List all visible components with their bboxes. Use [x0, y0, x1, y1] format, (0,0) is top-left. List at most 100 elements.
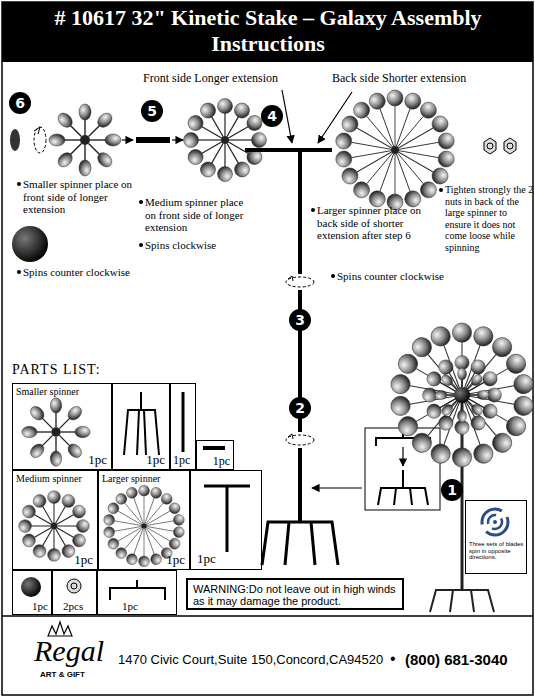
step-note: Smaller spinner place on front side of l…	[23, 178, 145, 216]
product-large-spinner	[389, 323, 534, 467]
part-t-extension	[204, 486, 250, 552]
parts-cell: Larger spinner 1pc	[98, 470, 190, 570]
callout-number: 4	[261, 105, 283, 127]
note-box: Three sets of blades spin in opposite di…	[465, 500, 527, 574]
address: 1470 Civic Court,Suite 150,Concord,CA945…	[118, 653, 383, 668]
separator: •	[390, 650, 396, 668]
stake-part	[378, 470, 428, 505]
title-text: # 10617 32" Kinetic Stake – Galaxy Assem…	[48, 5, 488, 57]
rotation-head	[34, 127, 40, 134]
logo-mark	[48, 622, 72, 636]
callout-number: 6	[9, 92, 31, 114]
step-note: Tighten strongly the 2 nuts in back of t…	[445, 184, 535, 253]
product-stake	[430, 590, 494, 612]
parts-cell: 2pcs	[52, 570, 97, 615]
assembled-product	[389, 323, 534, 612]
part-ball	[21, 577, 41, 597]
product-small-spinner	[435, 368, 489, 422]
rotation-arrow	[286, 435, 314, 445]
bullet	[311, 208, 315, 212]
swirl-ring	[488, 515, 502, 529]
box-text: Three sets of blades spin in opposite di…	[469, 541, 524, 561]
callout-number: 3	[289, 309, 311, 331]
part-nut-hole	[71, 583, 77, 589]
side-label: Front side Longer extension	[143, 72, 343, 86]
part-smaller-spinner	[22, 398, 90, 466]
parts-cell: 1pc	[112, 383, 170, 470]
logo-tagline: ART & GIFT	[40, 670, 110, 679]
parts-thumbnails	[19, 392, 250, 600]
bullet	[139, 243, 143, 247]
pole-segment	[298, 448, 302, 522]
ball-finial	[12, 226, 48, 262]
bullet	[139, 200, 143, 204]
parts-cell: Smaller spinner 1pc	[12, 383, 112, 470]
part-bar	[203, 446, 225, 450]
extension-bar	[136, 137, 170, 143]
inset-arrow	[312, 487, 362, 488]
rotation-head	[288, 276, 293, 281]
leader-arrow	[282, 90, 292, 143]
swirl-ring	[482, 509, 508, 535]
quantity: 2pcs	[63, 600, 83, 612]
part-medium-spinner	[19, 491, 90, 562]
bullet	[439, 188, 443, 192]
callout-number: 1	[441, 479, 463, 501]
t-extension	[245, 148, 332, 152]
end-cap	[10, 129, 20, 151]
pole-segment	[298, 150, 302, 274]
quantity: 1pc	[213, 455, 230, 468]
spin-note: Spins counter clockwise	[337, 270, 487, 283]
footer-rule	[2, 615, 533, 617]
nut-hole	[487, 143, 493, 149]
parts-cell: 1pc	[97, 570, 177, 615]
side-label: Back side Shorter extension	[332, 72, 532, 86]
quantity: 1pc	[88, 453, 107, 467]
step-note: Medium spinner place on front side of lo…	[145, 196, 257, 234]
spin-note: Spins counter clockwise	[23, 266, 163, 279]
step-arrow	[122, 139, 133, 140]
part-name: Smaller spinner	[16, 386, 79, 397]
parts-cell: 1pc	[196, 440, 234, 470]
quantity: 1pc	[122, 600, 138, 612]
part-larger-spinner	[103, 485, 185, 567]
section-heading: PARTS LIST:	[12, 362, 132, 378]
stake-legs	[262, 522, 338, 565]
rotation-arrow	[286, 277, 314, 287]
part-rod	[182, 392, 185, 452]
rotation-head	[288, 434, 293, 439]
phone-number: (800) 681-3040	[405, 651, 508, 668]
quantity: 1pc	[146, 453, 165, 467]
quantity: 1pc	[197, 552, 216, 566]
warning-box: WARNING:Do not leave out in high winds a…	[186, 578, 404, 610]
logo-crown	[48, 622, 72, 636]
spin-note: Spins clockwise	[145, 239, 255, 252]
bullet	[17, 270, 21, 274]
parts-cell: 1pc	[12, 570, 52, 615]
product-ball	[454, 387, 470, 403]
part-name: Medium spinner	[16, 473, 82, 484]
rotation-arrow	[34, 127, 46, 153]
part-name: Larger spinner	[102, 473, 160, 484]
box-text: WARNING:Do not leave out in high winds a…	[193, 583, 399, 607]
step-arrow	[172, 139, 183, 140]
parts-cell: 1pc	[170, 383, 196, 470]
parts-cell: 1pc	[190, 470, 262, 570]
medium-spinner	[184, 99, 267, 182]
nut-hole	[507, 143, 513, 149]
callout-number: 2	[289, 397, 311, 419]
quantity: 1pc	[166, 553, 185, 567]
logo-name: Regal	[34, 634, 114, 669]
smaller-spinner	[49, 104, 121, 176]
nut	[504, 138, 516, 154]
bullet	[17, 182, 21, 186]
callout-number: 5	[141, 100, 163, 122]
step-note: Larger spinner place on back side of sho…	[317, 204, 435, 242]
title-band	[2, 2, 533, 62]
part-stake	[124, 392, 159, 455]
quantity: 1pc	[173, 454, 190, 467]
part-nut	[67, 579, 81, 593]
quantity: 1pc	[74, 553, 93, 567]
